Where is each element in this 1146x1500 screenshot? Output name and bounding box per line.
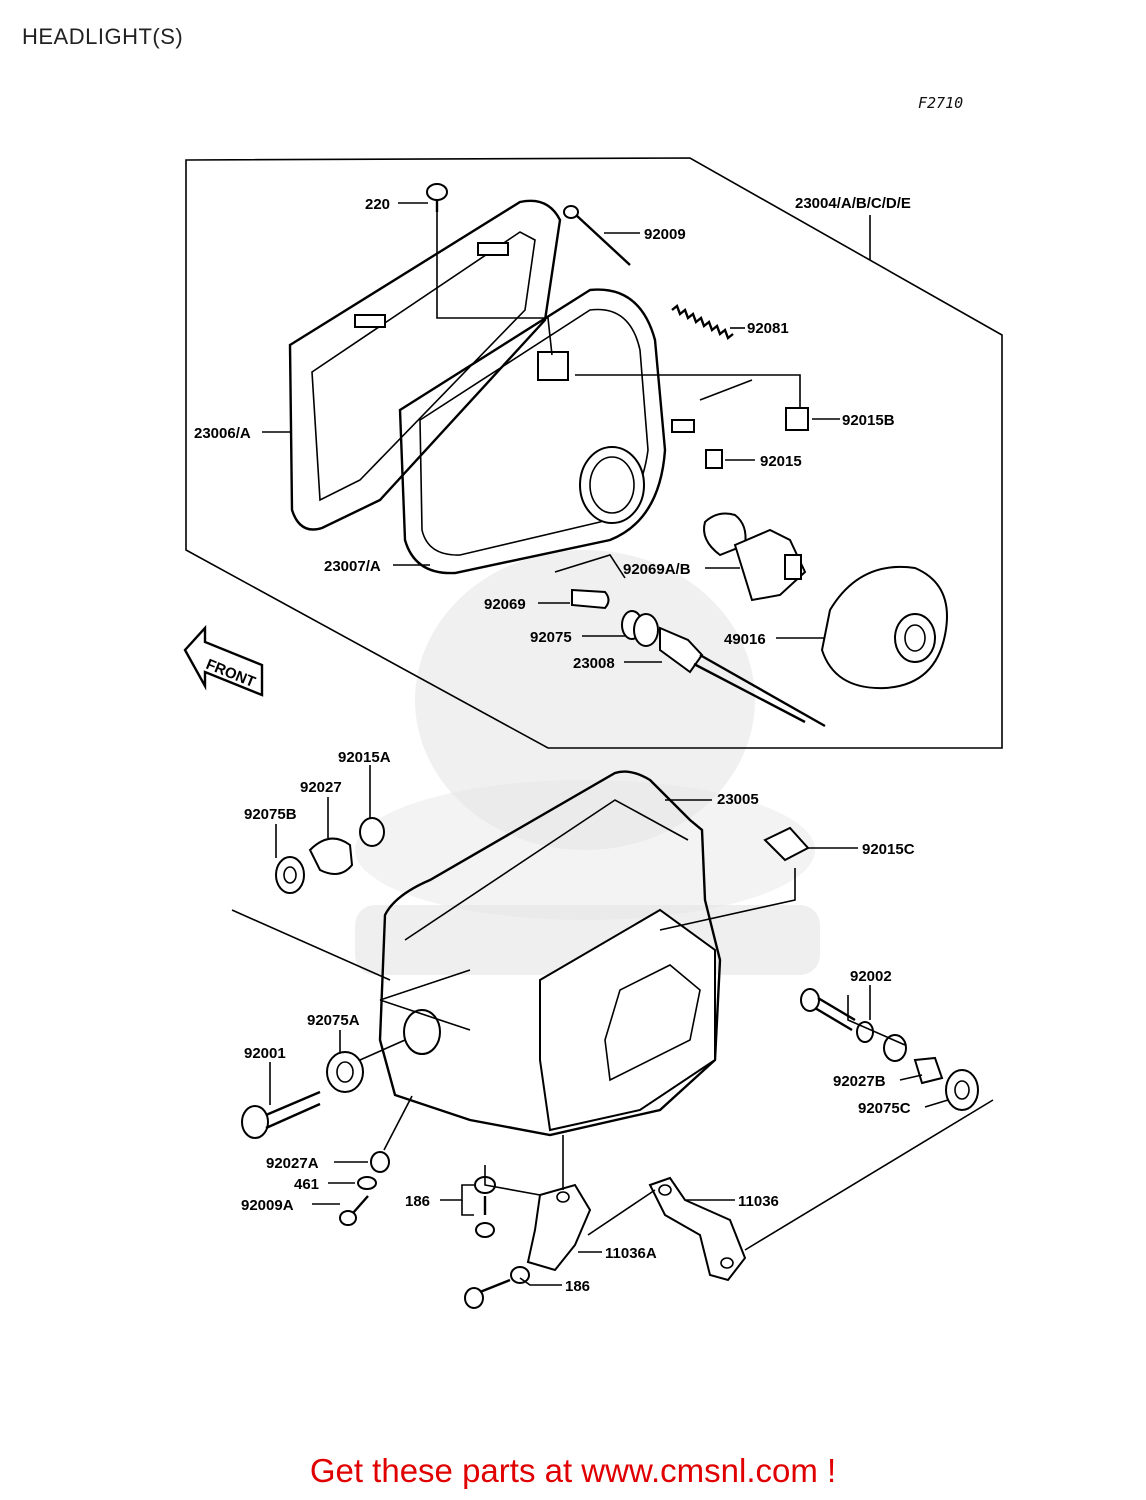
label-92075B: 92075B xyxy=(244,806,297,823)
bracket-11036A xyxy=(526,1135,592,1272)
label-49016: 49016 xyxy=(724,631,766,648)
label-92027: 92027 xyxy=(300,779,342,796)
label-220: 220 xyxy=(365,196,390,213)
label-92069: 92069 xyxy=(484,596,526,613)
label-92027A: 92027A xyxy=(266,1155,319,1172)
nut-92015A xyxy=(359,817,385,847)
nut-92015B xyxy=(785,407,809,431)
label-92015B: 92015B xyxy=(842,412,895,429)
spring-92081 xyxy=(671,304,734,340)
page-title: HEADLIGHT(S) xyxy=(22,24,184,49)
label-92027B: 92027B xyxy=(833,1073,886,1090)
part-labels: 220 92009 23004/A/B/C/D/E 92081 23006/A … xyxy=(194,195,915,1295)
footer-shop-link[interactable]: Get these parts at www.cmsnl.com ! xyxy=(309,1452,837,1489)
label-23006: 23006/A xyxy=(194,425,251,442)
assembly-boundary xyxy=(185,157,1003,749)
label-92009: 92009 xyxy=(644,226,686,243)
bracket-11036 xyxy=(587,1176,747,1282)
washer-461 xyxy=(357,1176,377,1190)
figure-code: F2710 xyxy=(918,94,964,112)
label-92015A: 92015A xyxy=(338,749,391,766)
label-92015C: 92015C xyxy=(862,841,915,858)
bolt-92002 xyxy=(800,988,856,1032)
watermark-logo xyxy=(355,550,820,975)
label-23007: 23007/A xyxy=(324,558,381,575)
collar-92027A xyxy=(370,1151,390,1173)
label-92015: 92015 xyxy=(760,453,802,470)
nut-92015 xyxy=(705,449,723,469)
bulb-92069AB xyxy=(703,512,807,602)
socket-23008 xyxy=(621,610,826,728)
grommet-92075B xyxy=(275,856,305,894)
grommet-92075A xyxy=(326,1051,364,1093)
label-92081: 92081 xyxy=(747,320,789,337)
washer-92027B xyxy=(883,1034,907,1062)
bolt-92001 xyxy=(241,1090,321,1139)
screw-220 xyxy=(426,183,553,356)
label-186a: 186 xyxy=(405,1193,430,1210)
label-92069AB: 92069A/B xyxy=(623,561,691,578)
dust-cover-49016 xyxy=(820,566,948,690)
grommet-92075C xyxy=(945,1069,979,1111)
headlight-rim xyxy=(288,199,562,531)
label-23005: 23005 xyxy=(717,791,759,808)
label-23008: 23008 xyxy=(573,655,615,672)
leader-lines xyxy=(262,202,949,1286)
screw-92009A xyxy=(339,1195,369,1226)
headlight-housing-23005 xyxy=(378,770,722,1137)
label-92002: 92002 xyxy=(850,968,892,985)
bulb-92069 xyxy=(571,588,610,610)
collar-92027 xyxy=(308,837,354,875)
adjusting-screw-92009 xyxy=(563,205,631,266)
label-92001: 92001 xyxy=(244,1045,286,1062)
headlight-unit xyxy=(398,288,695,575)
label-92009A: 92009A xyxy=(241,1197,294,1214)
label-11036A: 11036A xyxy=(605,1245,657,1262)
label-92075A: 92075A xyxy=(307,1012,360,1029)
label-11036: 11036 xyxy=(738,1193,779,1210)
front-direction-arrow: FRONT xyxy=(183,624,264,697)
label-461: 461 xyxy=(294,1176,319,1193)
washer-186b xyxy=(510,1266,530,1284)
bolt-186a xyxy=(475,1196,495,1238)
label-92075: 92075 xyxy=(530,629,572,646)
label-92075C: 92075C xyxy=(858,1100,911,1117)
label-186b: 186 xyxy=(565,1278,590,1295)
bolt-186b xyxy=(464,1278,511,1309)
label-23004: 23004/A/B/C/D/E xyxy=(795,195,911,212)
